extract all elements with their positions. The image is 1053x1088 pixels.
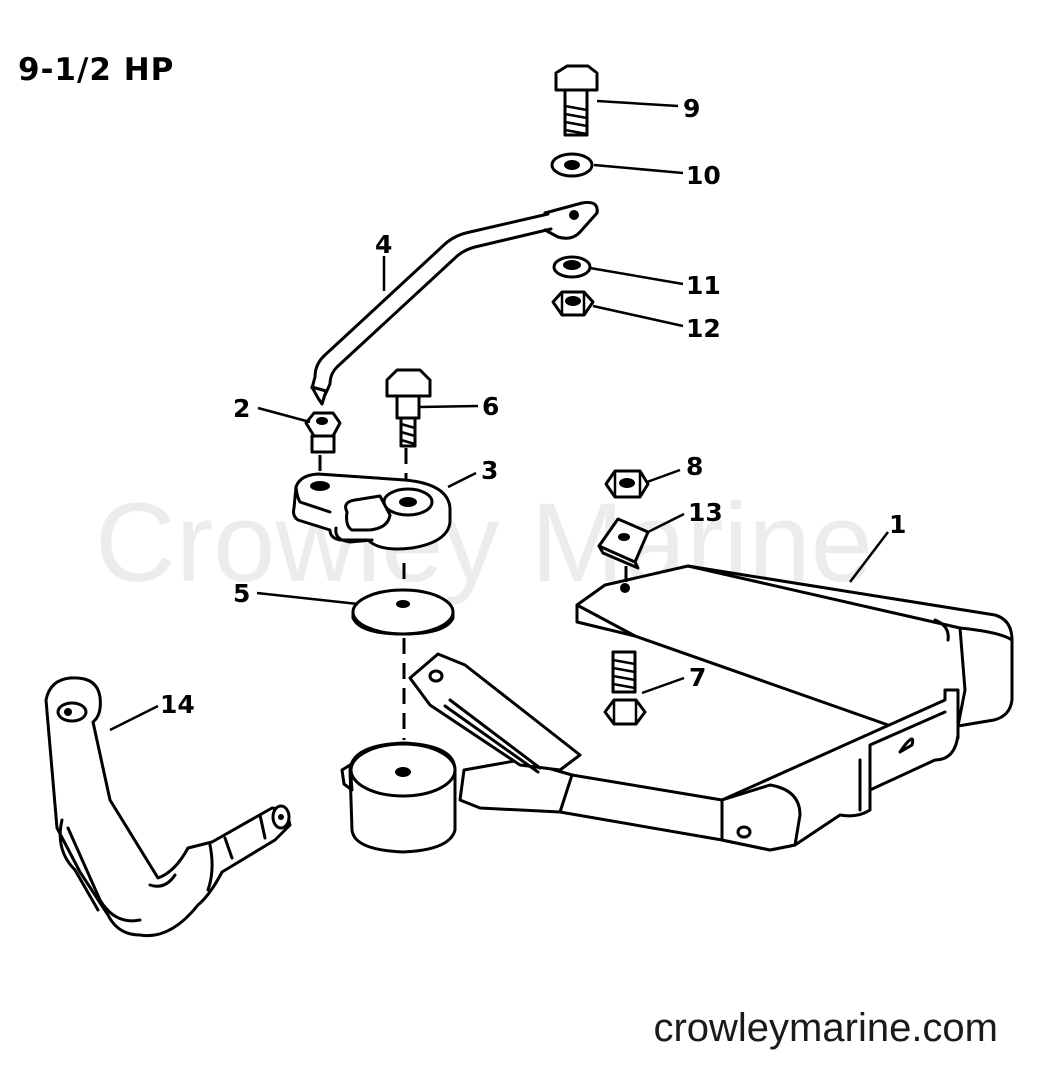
part-11-lockwasher xyxy=(552,255,592,279)
callout-9: 9 xyxy=(683,94,701,123)
part-3-cam-arm xyxy=(292,472,452,551)
callout-6: 6 xyxy=(482,392,500,421)
callout-10: 10 xyxy=(686,161,721,190)
callout-3: 3 xyxy=(481,456,499,485)
part-9-bolt xyxy=(554,64,599,137)
leader-lines xyxy=(109,99,889,732)
part-12-nut xyxy=(551,290,595,317)
part-6-shoulder-bolt xyxy=(385,368,432,448)
part-7-bolt xyxy=(603,650,647,726)
callout-2: 2 xyxy=(233,394,251,423)
callout-7: 7 xyxy=(689,663,707,692)
part-5-washer xyxy=(351,588,455,636)
callout-4: 4 xyxy=(375,230,393,259)
callout-8: 8 xyxy=(686,452,704,481)
part-10-washer xyxy=(550,152,594,178)
diagram-title: 9-1/2 HP xyxy=(18,52,175,88)
website-text: crowleymarine.com xyxy=(653,1006,998,1050)
part-13-tab-washer xyxy=(597,517,650,570)
part-8-nut xyxy=(604,469,650,499)
part-14-lever xyxy=(44,676,292,938)
callout-14: 14 xyxy=(160,690,195,719)
part-4-link-rod xyxy=(310,201,599,406)
part-1-bracket xyxy=(340,564,1014,854)
callout-1: 1 xyxy=(889,510,907,539)
callout-12: 12 xyxy=(686,314,721,343)
part-2-nut xyxy=(304,411,342,454)
callout-13: 13 xyxy=(688,498,723,527)
callout-5: 5 xyxy=(233,579,251,608)
callout-11: 11 xyxy=(686,271,721,300)
